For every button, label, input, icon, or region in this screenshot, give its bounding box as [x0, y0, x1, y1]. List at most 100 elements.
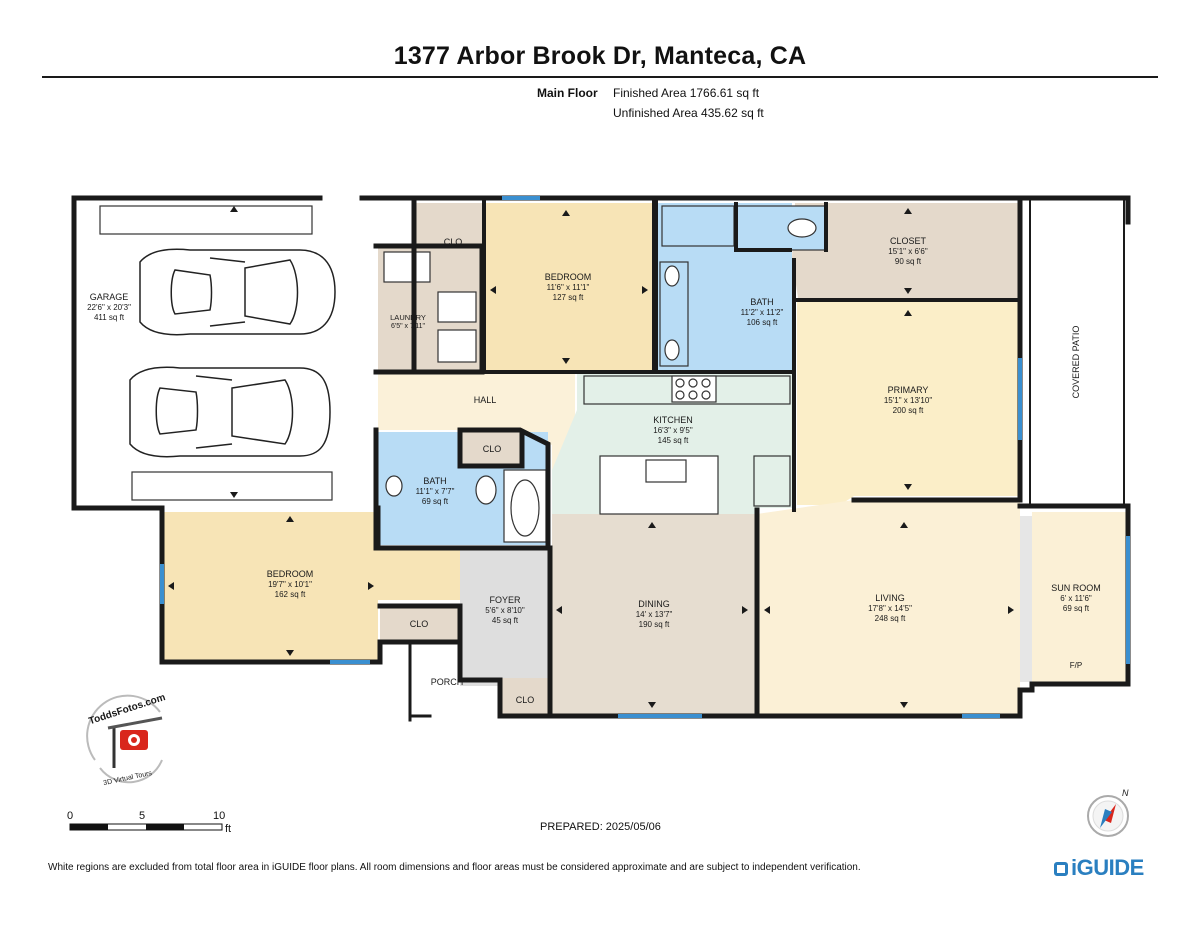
bath-primary-dims: 11'2" x 11'2": [741, 308, 784, 317]
fridge: [753, 455, 791, 507]
primary-toilet: [787, 218, 817, 238]
unfinished-area: Unfinished Area 435.62 sq ft: [613, 106, 764, 120]
sun-room-area: 69 sq ft: [1063, 604, 1090, 613]
garage-shelf-top: [99, 205, 313, 235]
hall-toilet: [475, 475, 497, 505]
sun-room-name: SUN ROOM: [1051, 583, 1101, 593]
hall-sink: [385, 475, 403, 497]
disclaimer: White regions are excluded from total fl…: [48, 862, 861, 873]
living-floor: [757, 500, 1020, 716]
bedroom-top-floor: [484, 203, 654, 371]
floor-label: Main Floor: [537, 86, 598, 100]
laundry-dims: 6'5" x 7'11": [391, 323, 425, 330]
compass-icon: N: [1087, 788, 1129, 837]
title-divider: [42, 76, 1158, 78]
kitchen-area: 145 sq ft: [658, 436, 689, 445]
primary-name: PRIMARY: [888, 385, 929, 395]
foyer-dims: 5'6" x 8'10": [485, 606, 525, 615]
prepared-date: PREPARED: 2025/05/06: [540, 821, 661, 833]
closet-area: 90 sq ft: [895, 257, 922, 266]
finished-area: Finished Area 1766.61 sq ft: [613, 86, 760, 100]
bath-primary-name: BATH: [750, 297, 773, 307]
closet-dims: 15'1" x 6'6": [888, 247, 928, 256]
garage-area: 411 sq ft: [94, 313, 125, 322]
laundry-sink: [383, 251, 431, 283]
bath-primary-area: 106 sq ft: [747, 318, 778, 327]
bath-hall-name: BATH: [423, 476, 446, 486]
dimension-arrows: [168, 206, 1014, 708]
page-title: 1377 Arbor Brook Dr, Manteca, CA: [393, 42, 807, 70]
logo-top-text: ToddsFotos.com: [88, 692, 167, 727]
hall-floor: [378, 374, 575, 470]
bath-hall-dims: 11'1" x 7'7": [416, 487, 455, 496]
fp-name: F/P: [1070, 661, 1082, 670]
hall-name: HALL: [474, 395, 497, 405]
iguide-logo: iGUIDE: [1054, 855, 1144, 881]
scale-bar: [69, 823, 223, 831]
bedroom-top-area: 127 sq ft: [553, 293, 584, 302]
primary-dims: 15'1" x 13'10": [884, 396, 932, 405]
foyer-floor: [460, 550, 550, 686]
primary-sink-1: [664, 265, 680, 287]
bedroom-bottom-area: 162 sq ft: [275, 590, 306, 599]
living-dims: 17'8" x 14'5": [868, 604, 912, 613]
dining-name: DINING: [638, 599, 670, 609]
living-name: LIVING: [875, 593, 905, 603]
sun-room-dims: 6' x 11'6": [1060, 594, 1092, 603]
foyer-name: FOYER: [489, 595, 521, 605]
primary-area: 200 sq ft: [893, 406, 924, 415]
washer: [437, 291, 477, 323]
island-sink: [645, 459, 687, 483]
closet-floor: [792, 203, 1020, 298]
garage-dims: 22'6" x 20'3": [87, 303, 131, 312]
car-1: [139, 248, 336, 336]
covered-patio-name: COVERED PATIO: [1071, 326, 1081, 399]
sun-room-floor: [1032, 512, 1126, 684]
primary-shower: [661, 205, 735, 247]
windows: [160, 196, 1130, 718]
clo-bed-name: CLO: [410, 619, 429, 629]
dining-dims: 14' x 13'7": [636, 610, 673, 619]
bath-hall-area: 69 sq ft: [422, 497, 449, 506]
clo-bed-floor: [380, 604, 458, 640]
fixtures: [99, 205, 827, 543]
room-labels: GARAGE 22'6" x 20'3" 411 sq ft CLO LAUND…: [87, 236, 1101, 705]
iguide-icon: [1054, 862, 1068, 876]
compass-north-label: N: [1122, 788, 1129, 798]
scale-label-5: 5: [139, 810, 146, 822]
clo-hall-floor: [461, 432, 523, 466]
primary-floor: [797, 302, 1020, 505]
porch-name: PORCH: [431, 677, 464, 687]
clo-foyer-name: CLO: [516, 695, 535, 705]
kitchen-name: KITCHEN: [653, 415, 693, 425]
toddsfotos-logo: ToddsFotos.com 3D Virtual Tours: [86, 692, 167, 787]
garage-shelf-bottom: [131, 471, 333, 501]
car-2: [129, 366, 331, 458]
foyer-area: 45 sq ft: [492, 616, 519, 625]
garage-floor: [76, 200, 414, 506]
clo-hall-name: CLO: [483, 444, 502, 454]
hall-tub-basin: [510, 479, 540, 537]
garage-name: GARAGE: [90, 292, 129, 302]
dining-floor: [552, 514, 757, 716]
living-area: 248 sq ft: [875, 614, 906, 623]
sun-room-gap: [1020, 516, 1032, 682]
kitchen-dims: 16'3" x 9'5": [653, 426, 693, 435]
bedroom-bottom-dims: 19'7" x 10'1": [268, 580, 312, 589]
primary-sink-2: [664, 339, 680, 361]
bedroom-top-name: BEDROOM: [545, 272, 592, 282]
dryer: [437, 329, 477, 363]
scale-label-0: 0: [67, 810, 74, 822]
clo-top-name: CLO: [444, 237, 463, 247]
closet-name: CLOSET: [890, 236, 927, 246]
walls: [71, 195, 1131, 722]
bedroom-bottom-name: BEDROOM: [267, 569, 314, 579]
clo-foyer-floor: [502, 678, 548, 716]
dining-area: 190 sq ft: [639, 620, 670, 629]
iguide-brand: iGUIDE: [1071, 855, 1144, 880]
scale-unit: ft: [225, 823, 232, 835]
laundry-name: LAUNDRY: [390, 313, 426, 322]
bedroom-top-dims: 11'6" x 11'1": [547, 283, 590, 292]
scale-label-10: 10: [213, 810, 226, 822]
